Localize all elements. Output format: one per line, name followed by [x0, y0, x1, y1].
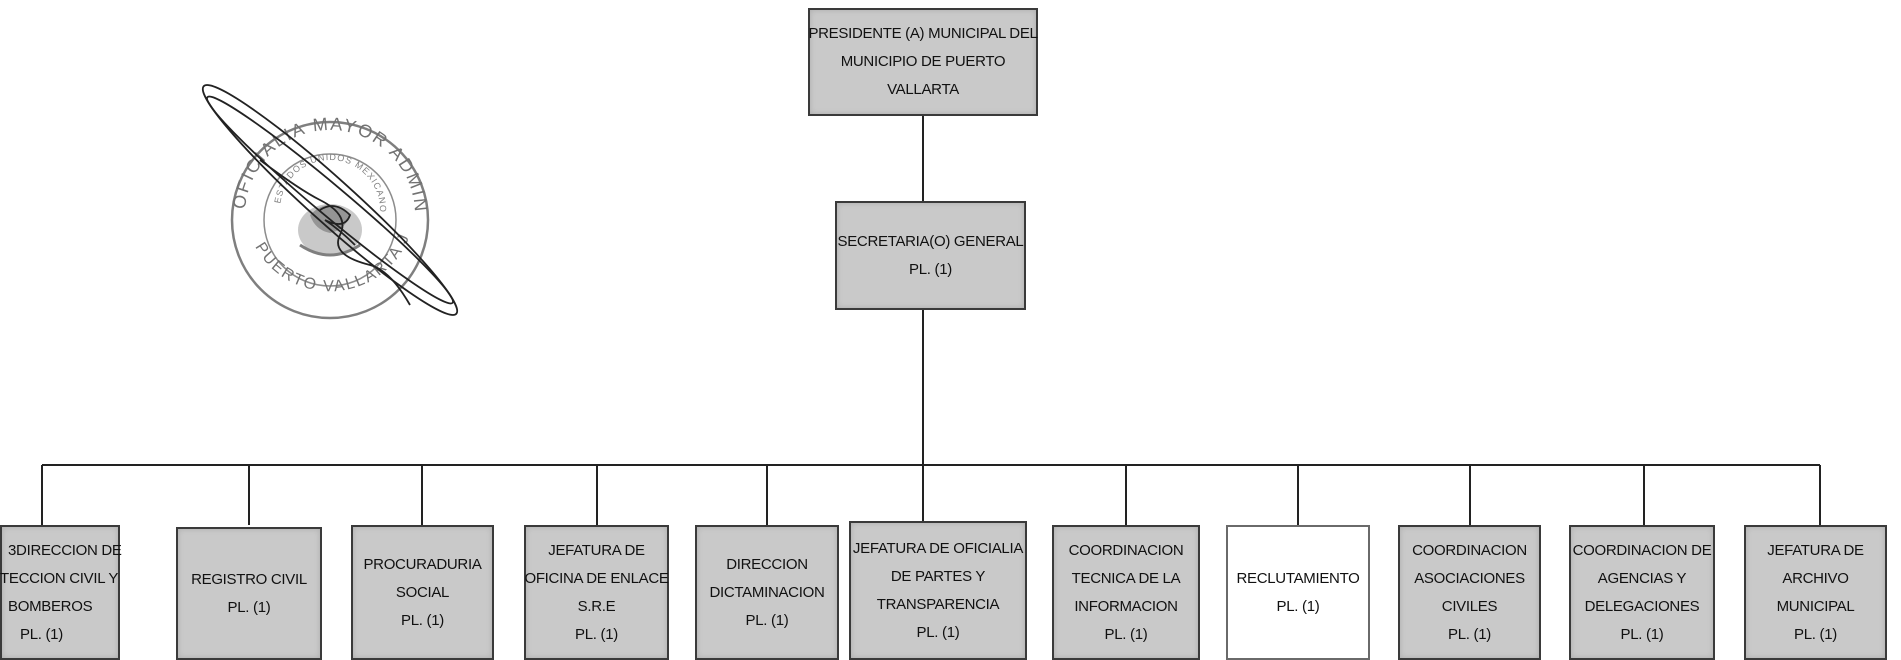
box-unit-dictaminacion: DIRECCION DICTAMINACION PL. (1) — [695, 525, 839, 660]
unit-9-line-2: ASOCIACIONES — [1414, 569, 1525, 587]
unit-1-line-2: TECCION CIVIL Y — [0, 569, 119, 587]
box-unit-enlace-sre: JEFATURA DE OFICINA DE ENLACE S.R.E PL. … — [524, 525, 669, 660]
unit-7-line-4: PL. (1) — [1104, 625, 1148, 643]
unit-7-line-3: INFORMACION — [1074, 597, 1178, 615]
unit-10-line-1: COORDINACION DE — [1572, 541, 1712, 559]
unit-6-line-4: PL. (1) — [916, 623, 960, 641]
unit-1-line-3: BOMBEROS — [8, 597, 93, 615]
unit-11-line-1: JEFATURA DE — [1767, 541, 1864, 559]
unit-5-line-3: PL. (1) — [745, 611, 789, 629]
svg-text:PUERTO VALLARTA JAL.: PUERTO VALLARTA JAL. — [150, 40, 414, 295]
signature-scribble — [201, 84, 459, 316]
box-presidente-line-1: PRESIDENTE (A) MUNICIPAL DEL — [808, 25, 1038, 42]
box-secretaria-line-1: SECRETARIA(O) GENERAL — [837, 232, 1024, 250]
unit-1-line-4: PL. (1) — [20, 625, 63, 643]
seal-outer-text: OFICIALIA MAYOR ADMINISTRATIVA — [150, 40, 429, 214]
unit-6-line-1: JEFATURA DE OFICIALIA — [852, 539, 1024, 557]
box-presidente: PRESIDENTE (A) MUNICIPAL DEL MUNICIPIO D… — [808, 8, 1038, 116]
unit-7-line-1: COORDINACION — [1068, 541, 1184, 559]
box-secretaria-general: SECRETARIA(O) GENERAL PL. (1) — [835, 201, 1026, 310]
box-unit-agencias-delegaciones: COORDINACION DE AGENCIAS Y DELEGACIONES … — [1569, 525, 1715, 660]
box-presidente-line-2: MUNICIPIO DE PUERTO — [840, 53, 1006, 70]
unit-10-line-2: AGENCIAS Y — [1597, 569, 1687, 587]
unit-3-line-1: PROCURADURIA — [363, 555, 482, 573]
unit-2-line-2: PL. (1) — [227, 598, 271, 616]
unit-3-line-2: SOCIAL — [395, 583, 450, 601]
box-unit-asociaciones-civiles: COORDINACION ASOCIACIONES CIVILES PL. (1… — [1398, 525, 1541, 660]
box-secretaria-line-2: PL. (1) — [909, 260, 952, 278]
unit-6-line-2: DE PARTES Y — [890, 567, 986, 585]
box-unit-proteccion-civil: 3DIRECCION DE TECCION CIVIL Y BOMBEROS P… — [0, 525, 122, 660]
unit-11-line-4: PL. (1) — [1794, 625, 1837, 643]
box-unit-coordinacion-tecnica: COORDINACION TECNICA DE LA INFORMACION P… — [1052, 525, 1200, 660]
box-unit-oficialia-partes: JEFATURA DE OFICIALIA DE PARTES Y TRANSP… — [849, 521, 1027, 660]
seal-bottom-text: PUERTO VALLARTA JAL. — [150, 40, 412, 295]
unit-10-line-4: PL. (1) — [1620, 625, 1664, 643]
unit-4-line-1: JEFATURA DE — [548, 541, 645, 559]
unit-2-line-1: REGISTRO CIVIL — [191, 570, 307, 588]
unit-10-line-3: DELEGACIONES — [1584, 597, 1700, 615]
unit-4-line-3: S.R.E — [577, 597, 616, 615]
unit-11-line-2: ARCHIVO — [1782, 569, 1849, 587]
unit-9-line-3: CIVILES — [1441, 597, 1498, 615]
box-unit-archivo-municipal: JEFATURA DE ARCHIVO MUNICIPAL PL. (1) — [1744, 525, 1887, 660]
unit-4-line-2: OFICINA DE ENLACE — [524, 569, 669, 587]
unit-8-line-1: RECLUTAMIENTO — [1236, 569, 1360, 587]
unit-1-line-1: 3DIRECCION DE — [8, 541, 122, 559]
unit-11-line-3: MUNICIPAL — [1776, 597, 1855, 615]
unit-9-line-4: PL. (1) — [1448, 625, 1491, 643]
box-presidente-line-3: VALLARTA — [887, 81, 959, 98]
svg-text:OFICIALIA MAYOR ADMINISTRATIVA: OFICIALIA MAYOR ADMINISTRATIVA — [150, 40, 431, 214]
unit-8-line-2: PL. (1) — [1276, 597, 1320, 615]
box-unit-reclutamiento: RECLUTAMIENTO PL. (1) — [1226, 525, 1370, 660]
unit-3-line-3: PL. (1) — [401, 611, 444, 629]
unit-6-line-3: TRANSPARENCIA — [876, 595, 1000, 613]
box-unit-registro-civil: REGISTRO CIVIL PL. (1) — [176, 527, 322, 660]
unit-5-line-1: DIRECCION — [726, 555, 808, 573]
box-unit-procuraduria-social: PROCURADURIA SOCIAL PL. (1) — [351, 525, 494, 660]
official-seal-stamp: OFICIALIA MAYOR ADMINISTRATIVA PUERTO VA… — [150, 40, 459, 320]
unit-5-line-2: DICTAMINACION — [709, 583, 825, 601]
unit-7-line-2: TECNICA DE LA — [1071, 569, 1181, 587]
unit-9-line-1: COORDINACION — [1412, 541, 1527, 559]
unit-4-line-4: PL. (1) — [575, 625, 618, 643]
